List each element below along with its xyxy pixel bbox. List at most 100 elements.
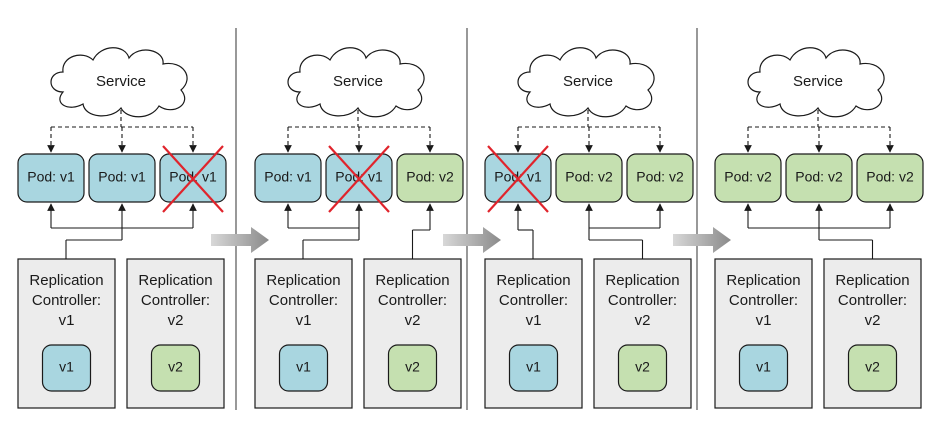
pod-label: Pod: v2 xyxy=(565,169,613,185)
pod-label: Pod: v1 xyxy=(494,169,542,185)
service-routing xyxy=(514,110,664,153)
service-label: Service xyxy=(563,73,613,90)
pod-template: v1 xyxy=(738,344,789,392)
pod: Pod: v1 xyxy=(88,153,156,203)
pod: Pod: v1 xyxy=(17,153,85,203)
controller-label-line1: Replication xyxy=(375,272,449,289)
controller-links xyxy=(284,203,434,259)
deleted-cross-icon xyxy=(162,145,224,213)
pod-template: v2 xyxy=(150,344,201,392)
transition-arrow xyxy=(673,227,731,253)
pod-template-label: v2 xyxy=(865,359,880,375)
pod-label: Pod: v2 xyxy=(724,169,772,185)
pod: Pod: v2 xyxy=(555,153,623,203)
controller-label-version: v1 xyxy=(756,312,772,329)
controller-label-line2: Controller: xyxy=(608,292,677,309)
pod: Pod: v2 xyxy=(396,153,464,203)
controller-label-line1: Replication xyxy=(835,272,909,289)
pod-template-label: v2 xyxy=(635,359,650,375)
controller-label-version: v2 xyxy=(865,312,881,329)
pod-label: Pod: v1 xyxy=(27,169,75,185)
controller-label-line2: Controller: xyxy=(269,292,338,309)
pod-template: v1 xyxy=(278,344,329,392)
pod-template-label: v1 xyxy=(526,359,541,375)
pod-label: Pod: v1 xyxy=(264,169,312,185)
pod-label: Pod: v2 xyxy=(795,169,843,185)
controller-label-version: v2 xyxy=(635,312,651,329)
controller-label-line2: Controller: xyxy=(499,292,568,309)
pod-label: Pod: v1 xyxy=(98,169,146,185)
transition-arrow xyxy=(443,227,501,253)
pod: Pod: v1 xyxy=(254,153,322,203)
transition-arrow xyxy=(211,227,269,253)
controller-label-line2: Controller: xyxy=(729,292,798,309)
controller-label-version: v1 xyxy=(296,312,312,329)
pod: Pod: v2 xyxy=(626,153,694,203)
service-label: Service xyxy=(96,73,146,90)
pod-label: Pod: v1 xyxy=(335,169,383,185)
pod-template-label: v2 xyxy=(168,359,183,375)
controller-label-line1: Replication xyxy=(29,272,103,289)
pod-deleted: Pod: v1 xyxy=(325,145,393,213)
controller-label-version: v2 xyxy=(405,312,421,329)
service-label: Service xyxy=(793,73,843,90)
controller-label-version: v1 xyxy=(59,312,75,329)
pod-template-label: v1 xyxy=(59,359,74,375)
controller-label-line1: Replication xyxy=(138,272,212,289)
pod-deleted: Pod: v1 xyxy=(159,145,227,213)
pod-template: v1 xyxy=(508,344,559,392)
controller-label-line1: Replication xyxy=(266,272,340,289)
service-routing xyxy=(284,110,434,153)
controller-label-line2: Controller: xyxy=(32,292,101,309)
service-cloud: Service xyxy=(50,47,188,118)
controller-links xyxy=(514,203,664,259)
service-cloud: Service xyxy=(287,47,425,118)
controller-label-line2: Controller: xyxy=(838,292,907,309)
panel-dividers xyxy=(235,28,698,410)
service-cloud: Service xyxy=(517,47,655,118)
pod-template: v2 xyxy=(847,344,898,392)
service-cloud: Service xyxy=(747,47,885,118)
pod-template-label: v1 xyxy=(296,359,311,375)
controller-label-line2: Controller: xyxy=(141,292,210,309)
pod: Pod: v2 xyxy=(856,153,924,203)
pod-template-label: v2 xyxy=(405,359,420,375)
controller-label-line1: Replication xyxy=(496,272,570,289)
controller-label-line1: Replication xyxy=(605,272,679,289)
service-label: Service xyxy=(333,73,383,90)
controller-links xyxy=(744,203,894,259)
pod-template: v1 xyxy=(41,344,92,392)
deleted-cross-icon xyxy=(328,145,390,213)
pod-deleted: Pod: v1 xyxy=(484,145,552,213)
pod-label: Pod: v2 xyxy=(406,169,454,185)
service-routing xyxy=(744,110,894,153)
pod-label: Pod: v1 xyxy=(169,169,217,185)
service-routing xyxy=(47,110,197,153)
pod: Pod: v2 xyxy=(714,153,782,203)
pod-template: v2 xyxy=(617,344,668,392)
controller-label-version: v2 xyxy=(168,312,184,329)
controller-label-version: v1 xyxy=(526,312,542,329)
transition-arrows xyxy=(211,227,731,253)
pod-label: Pod: v2 xyxy=(636,169,684,185)
pod-template-label: v1 xyxy=(756,359,771,375)
deleted-cross-icon xyxy=(487,145,549,213)
controller-label-line1: Replication xyxy=(726,272,800,289)
pod-label: Pod: v2 xyxy=(866,169,914,185)
pod: Pod: v2 xyxy=(785,153,853,203)
controller-label-line2: Controller: xyxy=(378,292,447,309)
